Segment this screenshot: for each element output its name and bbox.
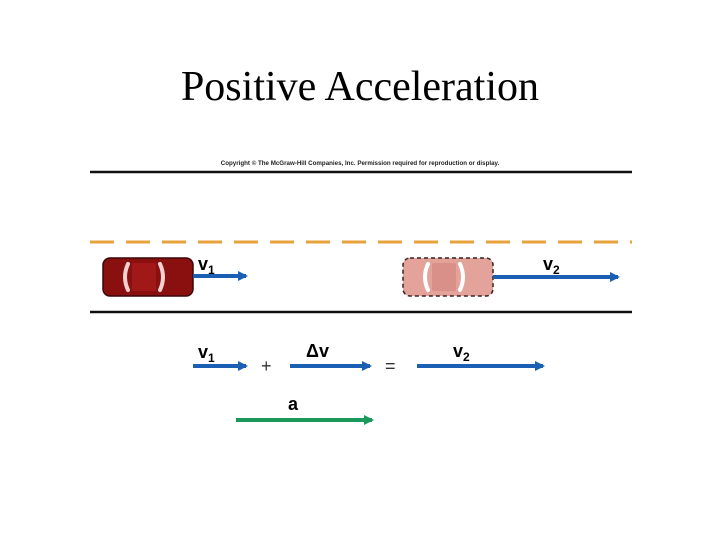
- eq-equals: =: [385, 356, 396, 376]
- eq-plus: +: [261, 356, 272, 376]
- eq-v2-label: v2: [453, 341, 470, 364]
- car-1-roof: [132, 263, 156, 291]
- car-2-roof: [432, 263, 456, 291]
- car-2-rear-window: [423, 262, 430, 292]
- v1-road-label: v1: [198, 254, 215, 277]
- copyright-notice: Copyright © The McGraw-Hill Companies, I…: [220, 160, 500, 167]
- car-1-rear-window: [123, 262, 130, 292]
- car-1-front-window: [158, 262, 165, 292]
- v2-road-label: v2: [543, 254, 560, 277]
- eq-dv-label: Δv: [306, 341, 329, 361]
- car-2-front-window: [458, 262, 465, 292]
- car-2: [402, 257, 494, 297]
- slide-title: Positive Acceleration: [180, 64, 540, 110]
- acceleration-label: a: [288, 394, 299, 414]
- eq-v1-label: v1: [198, 342, 215, 365]
- car-1: [102, 257, 194, 297]
